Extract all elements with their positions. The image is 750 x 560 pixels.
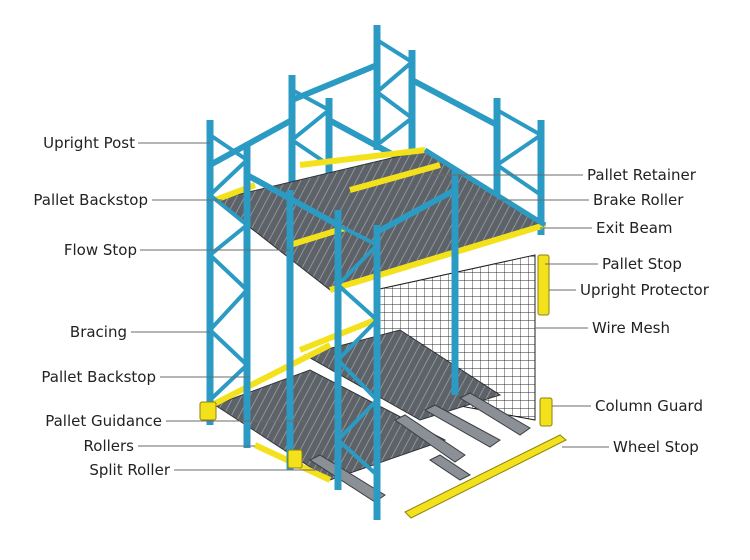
left-labels: Upright Post Pallet Backstop Flow Stop B…: [33, 134, 170, 479]
label-wheel-stop: Wheel Stop: [613, 438, 699, 456]
label-pallet-retainer: Pallet Retainer: [587, 166, 697, 184]
label-pallet-backstop-upper: Pallet Backstop: [33, 191, 148, 209]
right-labels: Pallet Retainer Brake Roller Exit Beam P…: [580, 166, 710, 456]
label-pallet-guidance: Pallet Guidance: [45, 412, 162, 430]
label-split-roller: Split Roller: [89, 461, 171, 479]
label-pallet-backstop-lower: Pallet Backstop: [41, 368, 156, 386]
safety-components: [199, 254, 567, 519]
leader-lines-right: [425, 174, 609, 448]
label-brake-roller: Brake Roller: [593, 191, 684, 209]
label-upright-protector: Upright Protector: [580, 281, 710, 299]
label-rollers: Rollers: [84, 437, 135, 455]
label-bracing: Bracing: [70, 323, 127, 341]
label-pallet-stop: Pallet Stop: [602, 255, 682, 273]
pallet-guidance-channels: [308, 392, 531, 503]
front-uprights: [206, 117, 459, 520]
label-exit-beam: Exit Beam: [596, 219, 673, 237]
label-wire-mesh: Wire Mesh: [592, 319, 670, 337]
label-column-guard: Column Guard: [595, 397, 703, 415]
back-uprights: [288, 25, 545, 235]
label-flow-stop: Flow Stop: [64, 241, 137, 259]
label-upright-post: Upright Post: [43, 134, 135, 152]
leader-lines-left: [131, 142, 320, 471]
rack-structure: [199, 25, 567, 520]
